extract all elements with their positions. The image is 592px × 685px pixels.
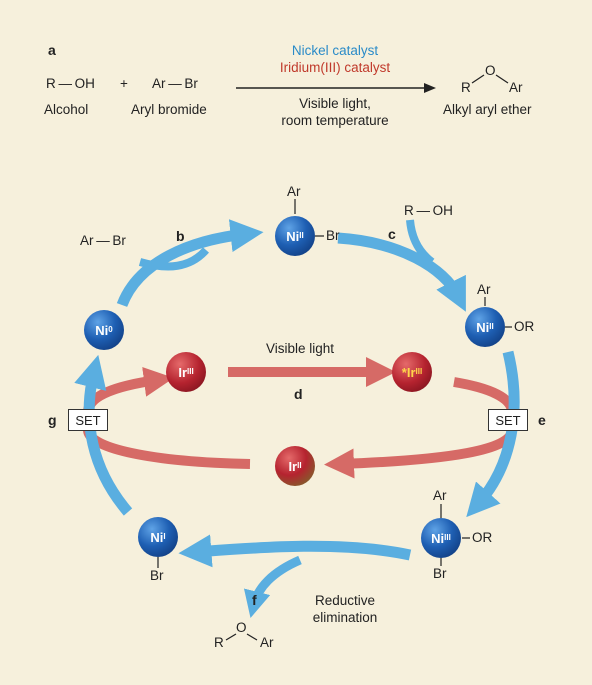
roh-feed (406, 219, 435, 266)
step-e-label: e (538, 412, 546, 428)
ni1-br: Br (150, 568, 164, 583)
ni3-br: Br (433, 566, 447, 581)
ir-arrow-set-to-ir2 (324, 428, 517, 479)
ni-arrow-g (74, 354, 133, 516)
ir-arrow-ir2-to-set-g (83, 428, 251, 469)
alcohol-formula: R — OH (46, 76, 95, 91)
conditions-line2: room temperature (281, 113, 389, 128)
arbr-feed (138, 247, 209, 271)
product-ar: Ar (509, 80, 523, 95)
step-c-label: c (388, 226, 396, 242)
reaction-arrow-head (424, 83, 436, 93)
ni-arrow-f (243, 555, 302, 618)
step-b-label: b (176, 228, 185, 244)
reductive-line2: elimination (312, 610, 378, 625)
ni3-ar: Ar (433, 488, 447, 503)
nickel-catalyst-label: Nickel catalyst (291, 43, 379, 58)
set-box-e: SET (488, 409, 528, 431)
ni2-right-ar: Ar (477, 282, 491, 297)
cycle-product-o: O (236, 620, 247, 635)
reagent-roh: R — OH (404, 203, 453, 218)
conditions-line1: Visible light, (299, 96, 371, 111)
prod-bond-right (246, 633, 258, 641)
visible-light-label: Visible light (265, 341, 335, 356)
ni-arrow-to-ni1 (178, 534, 412, 568)
product-name: Alkyl aryl ether (443, 102, 532, 117)
set-box-g: SET (68, 409, 108, 431)
cycle-product-r: R (214, 635, 224, 650)
cycle-product-ar: Ar (260, 635, 274, 650)
ir-arrow-g-to-ir3 (83, 366, 174, 413)
reductive-line1: Reductive (314, 593, 376, 608)
ni2-right-or: OR (514, 319, 535, 334)
step-d-label: d (294, 386, 303, 402)
ni2-top-ar: Ar (287, 184, 301, 199)
step-f-label: f (252, 592, 257, 608)
iridium-catalyst-label: Iridium(III) catalyst (279, 60, 391, 75)
ni-arrow-b (116, 219, 264, 308)
ni-arrow-c (337, 232, 466, 312)
alcohol-name: Alcohol (44, 102, 89, 117)
prod-bond-left (225, 633, 237, 641)
ni3-or: OR (472, 530, 493, 545)
aryl-formula: Ar — Br (152, 76, 198, 91)
product-r: R (461, 80, 471, 95)
ni2-top-br: Br (326, 228, 340, 243)
panel-a-label: a (48, 42, 56, 58)
aryl-name: Aryl bromide (131, 102, 207, 117)
ni-arrow-e (466, 350, 520, 518)
reagent-arbr: Ar — Br (80, 233, 126, 248)
ether-bond-right (495, 74, 509, 84)
product-o: O (485, 63, 496, 78)
plus-sign: + (120, 76, 128, 91)
ether-bond-left (471, 74, 485, 84)
step-g-label: g (48, 412, 57, 428)
ir-arrow-to-set-e (453, 377, 517, 413)
